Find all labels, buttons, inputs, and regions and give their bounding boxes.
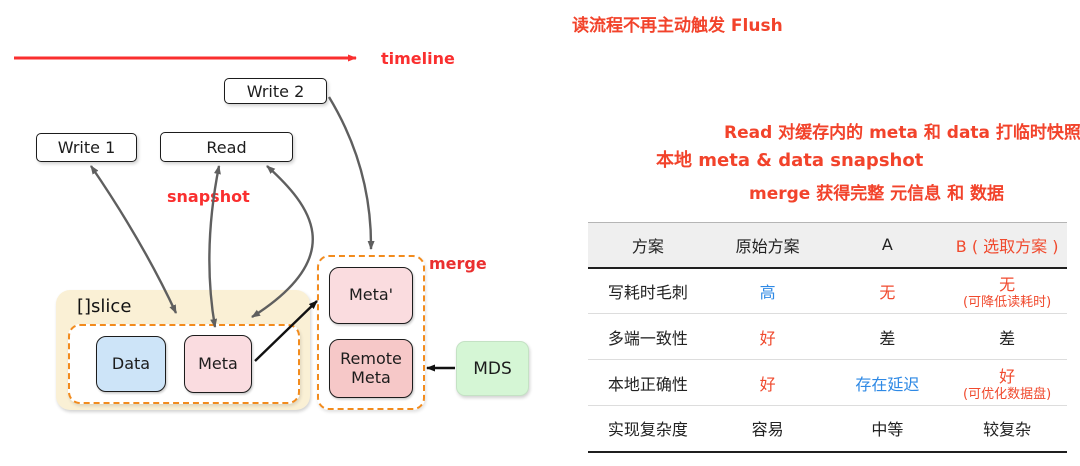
cell-original: 容易 [751,420,784,440]
timeline-label: timeline [381,49,455,68]
merge-label: merge [429,254,487,273]
cell-original: 好 [759,328,776,348]
slice-label: []slice [77,296,132,317]
merge-note: merge 获得完整 元信息 和 数据 [749,184,1004,204]
table-header-row: 方案 原始方案 A B ( 选取方案 ) [588,222,1067,268]
cell-note-text: (可优化数据盘) [963,386,1052,402]
table-row: 多端一致性 好 差 差 [588,314,1067,360]
cell-option-b: 差 [999,328,1016,348]
header-plan: 方案 [631,236,664,256]
cell-option-a: 差 [879,328,896,348]
table-row: 实现复杂度 容易 中等 较复杂 [588,406,1067,452]
comparison-table: 方案 原始方案 A B ( 选取方案 ) 写耗时毛刺 高 无 无 (可降低读耗时… [588,222,1067,453]
snapshot-label: snapshot [167,187,250,206]
cell-option-b: 好 (可优化数据盘) [947,360,1067,406]
write2-merge-arrow [327,96,375,250]
row-label: 实现复杂度 [607,420,688,440]
cell-option-a: 中等 [871,420,904,440]
meta-box: Meta [184,335,252,393]
write1-box: Write 1 [36,133,137,162]
header-option-a: A [881,235,893,255]
cell-original: 好 [759,374,776,394]
cell-option-b: 较复杂 [983,420,1032,440]
local-snapshot-note: 本地 meta & data snapshot [656,150,924,171]
cell-main-text: 无 [999,274,1016,294]
cell-option-b: 无 (可降低读耗时) [947,268,1067,314]
row-label: 本地正确性 [607,374,688,394]
read-box: Read [160,132,293,162]
table-row: 本地正确性 好 存在延迟 好 (可优化数据盘) [588,360,1067,406]
remote-meta-box: Remote Meta [329,339,413,398]
table-row: 写耗时毛刺 高 无 无 (可降低读耗时) [588,268,1067,314]
cell-main-text: 好 [999,366,1016,386]
cell-option-a: 存在延迟 [855,374,920,394]
row-label: 多端一致性 [607,328,688,348]
cell-original: 高 [759,282,776,302]
cell-note-text: (可降低读耗时) [963,294,1052,310]
header-original: 原始方案 [735,236,800,256]
row-label: 写耗时毛刺 [607,282,688,302]
header-option-b: B ( 选取方案 ) [955,236,1059,256]
read-snapshot-note: Read 对缓存内的 meta 和 data 打临时快照 [724,123,1080,143]
write2-box: Write 2 [224,78,327,104]
data-box: Data [96,336,166,392]
mds-box: MDS [456,341,529,396]
top-note: 读流程不再主动触发 Flush [572,16,783,36]
cell-option-a: 无 [879,282,896,302]
meta-prime-box: Meta' [329,267,413,324]
